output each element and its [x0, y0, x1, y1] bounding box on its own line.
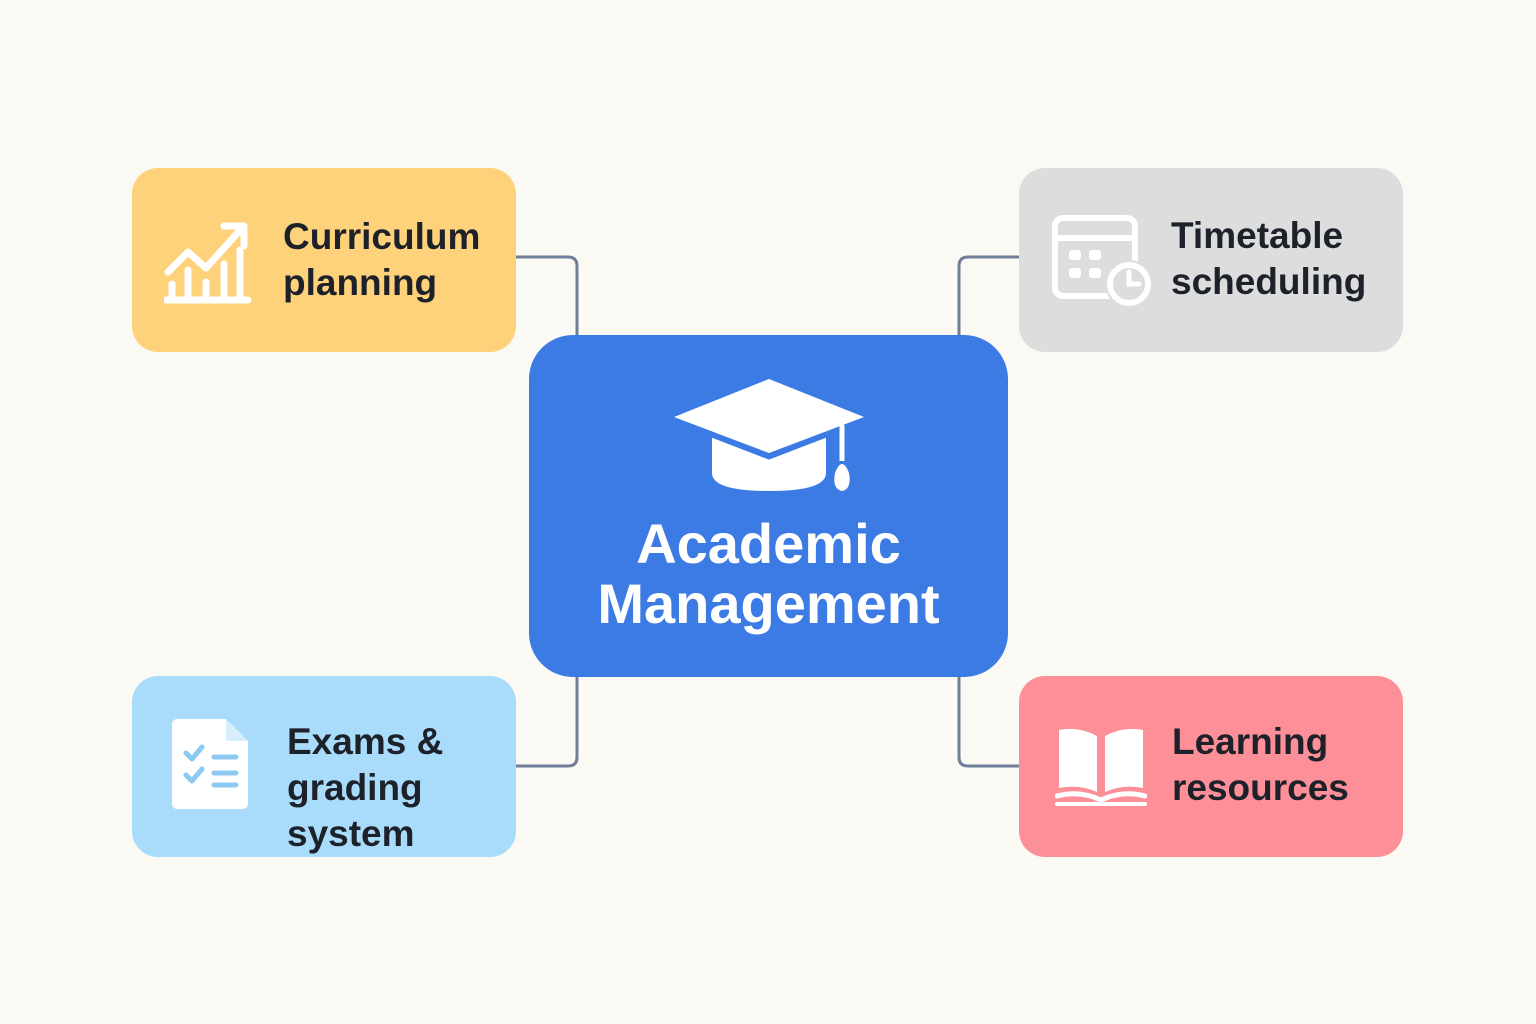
chart-growth-icon [164, 222, 252, 304]
connector-exams [516, 677, 579, 768]
open-book-icon [1055, 728, 1147, 806]
node-label-exams: Exams & grading system [287, 721, 444, 854]
central-title: Academic Management [597, 512, 940, 635]
node-label-timetable: Timetable scheduling [1171, 215, 1367, 302]
graduation-cap-icon [674, 379, 864, 491]
node-exams-grading-system [132, 676, 516, 857]
connector-learning [957, 677, 1019, 768]
connector-curriculum [516, 255, 579, 336]
node-curriculum-planning [132, 168, 516, 352]
central-node-academic-management [529, 335, 1008, 677]
node-label-curriculum: Curriculum planning [283, 216, 481, 303]
connector-timetable [957, 255, 1019, 336]
checklist-document-icon [172, 719, 248, 809]
node-timetable-scheduling [1019, 168, 1403, 352]
node-learning-resources [1019, 676, 1403, 857]
node-label-learning: Learning resources [1172, 721, 1349, 808]
calendar-clock-icon [1052, 215, 1151, 308]
